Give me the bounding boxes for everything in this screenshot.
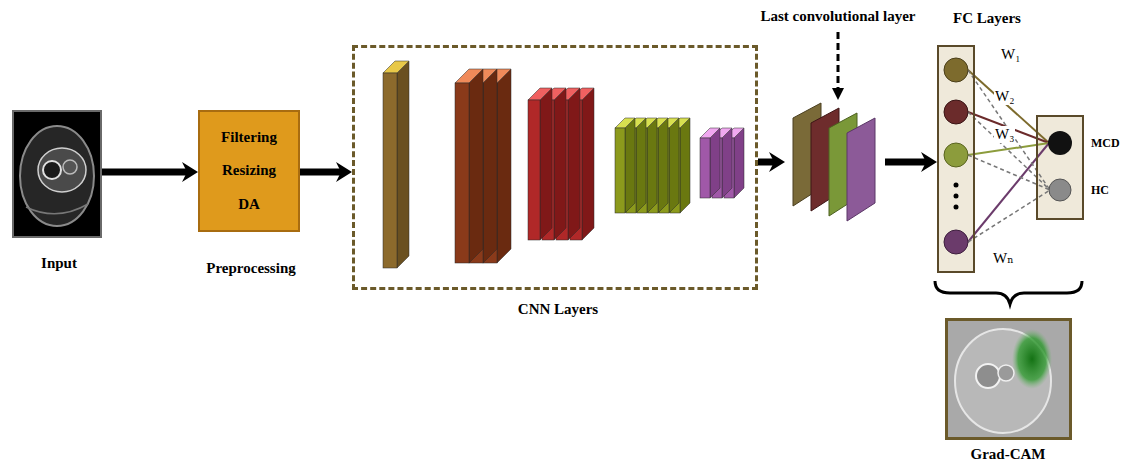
feature-map <box>670 118 690 213</box>
heat-region <box>1012 329 1052 389</box>
map-side <box>554 88 566 240</box>
cnn-slabs <box>355 48 755 288</box>
map-side <box>483 69 497 263</box>
ventricle <box>976 364 1000 388</box>
map-side <box>568 88 580 240</box>
feature-map <box>483 69 511 263</box>
fc-panel <box>937 45 975 273</box>
flow-arrow <box>885 159 927 166</box>
feature-map <box>700 128 720 198</box>
feature-map <box>626 118 646 213</box>
map-side <box>397 61 409 268</box>
feature-map <box>648 118 668 213</box>
feature-map <box>528 88 552 240</box>
pointer-arrow <box>837 32 840 88</box>
feature-map <box>469 69 497 263</box>
gradcam-picture <box>948 321 1069 437</box>
step-text: Resizing <box>222 162 276 179</box>
map-side <box>636 118 646 213</box>
map-face <box>528 100 540 240</box>
mri-picture <box>14 112 100 236</box>
heart <box>38 148 86 192</box>
feature-map <box>847 118 875 221</box>
map-side <box>710 128 720 198</box>
map-face <box>383 73 397 268</box>
feature-map <box>659 118 679 213</box>
layer-title: FC Layers <box>953 10 1021 27</box>
output-neuron <box>1048 131 1072 155</box>
ventricle <box>998 365 1014 381</box>
neuron <box>944 230 968 254</box>
flow-arrow <box>102 169 188 176</box>
neuron <box>944 100 968 124</box>
map-side <box>469 69 483 263</box>
class-label: MCD <box>1091 137 1120 151</box>
map-side <box>625 118 635 213</box>
brace <box>935 281 1082 304</box>
map-top <box>455 69 483 83</box>
last-conv-maps <box>785 100 885 225</box>
map-side <box>722 128 732 198</box>
neuron <box>944 58 968 82</box>
map-side <box>582 88 594 240</box>
map-top <box>383 61 409 73</box>
image-ground <box>948 321 1069 437</box>
map-side <box>669 118 679 213</box>
tissue-line <box>26 204 88 214</box>
output-panel <box>1036 115 1084 220</box>
process-box: FilteringResizingDAPreprocessing <box>198 110 300 232</box>
weight-label: W₁ <box>1000 46 1021 63</box>
flow-arrow <box>300 169 342 176</box>
output-box: MCDHC <box>1036 115 1084 220</box>
map-side <box>647 118 657 213</box>
ellipsis-dot <box>954 183 959 188</box>
class-label: HC <box>1091 184 1109 198</box>
map-side <box>540 88 552 240</box>
map-top <box>700 128 720 138</box>
image-ground <box>14 112 100 236</box>
ventricle <box>63 160 77 174</box>
step-text: Filtering <box>221 129 277 146</box>
map-side <box>658 118 668 213</box>
ellipsis-dot <box>954 205 959 210</box>
torso <box>20 126 94 226</box>
feature-map <box>383 61 409 268</box>
feature-map <box>615 118 635 213</box>
box-caption: Preprocessing <box>206 260 295 277</box>
fc-layer-box: FC Layers <box>937 45 975 273</box>
ventricle <box>43 161 61 179</box>
torso <box>955 329 1051 433</box>
callout-title: Last convolutional layer <box>760 8 915 25</box>
image-caption: Input <box>41 255 77 272</box>
heatmap-image: Grad-CAM <box>945 318 1072 440</box>
weight-label: W₃ <box>994 126 1015 143</box>
map-side <box>497 69 511 263</box>
weight-label: W₂ <box>994 88 1015 105</box>
map-face <box>700 138 710 198</box>
neuron <box>944 143 968 167</box>
feature-map <box>637 118 657 213</box>
map-face <box>615 128 625 213</box>
image-caption: Grad-CAM <box>971 446 1046 463</box>
step-text: DA <box>238 196 260 213</box>
layer-group: CNN Layers <box>352 45 758 290</box>
output-neuron <box>1049 179 1071 201</box>
group-caption: CNN Layers <box>518 301 598 318</box>
map-top <box>528 88 552 100</box>
map-side <box>734 128 744 198</box>
weight-label: Wₙ <box>992 250 1015 267</box>
flow-arrow <box>758 159 775 166</box>
input-image: Input <box>12 110 102 238</box>
map-face <box>455 83 469 263</box>
ellipsis-dot <box>954 194 959 199</box>
map-side <box>680 118 690 213</box>
map-top <box>615 118 635 128</box>
feature-map <box>455 69 483 263</box>
feature-maps: Last convolutional layer <box>785 100 885 225</box>
